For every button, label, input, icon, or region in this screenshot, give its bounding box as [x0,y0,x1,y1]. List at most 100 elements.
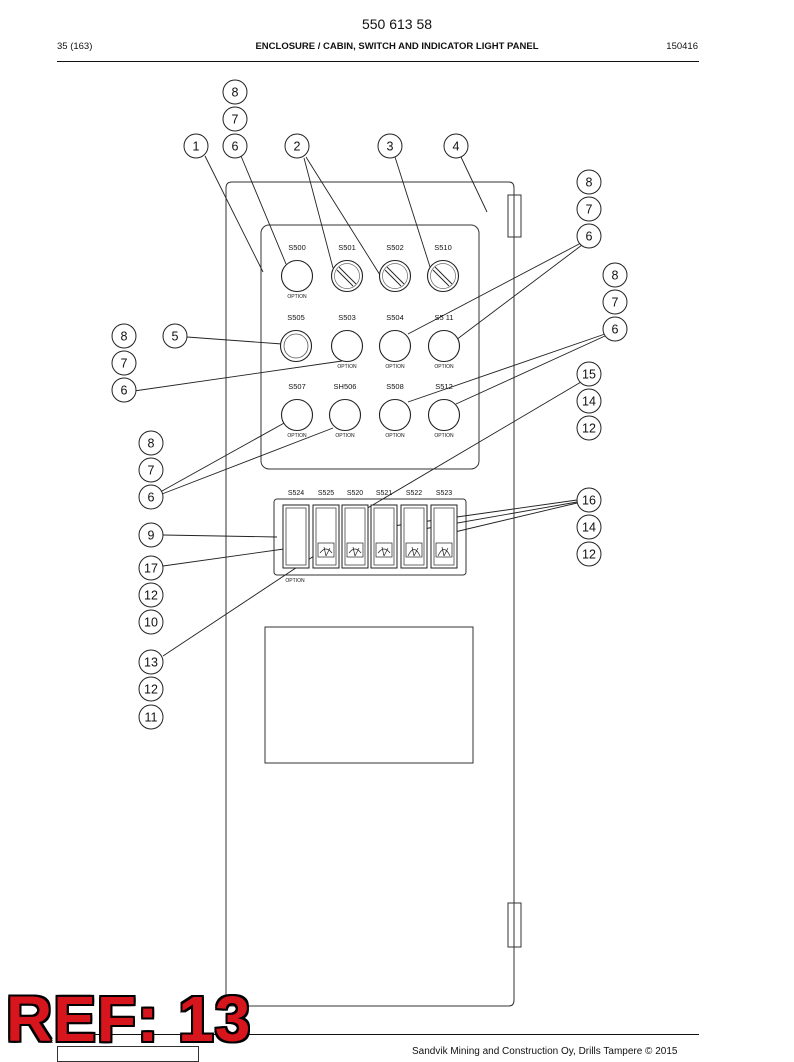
callout-number: 12 [144,589,158,603]
wiper-icon [346,542,364,558]
switch-s511: S5 11 OPTION [427,313,461,370]
rocker-option-label: OPTION [285,578,305,584]
callout-c10: 10 [138,609,164,635]
rocker-label: S525 [318,490,334,497]
rocker-label: S523 [436,490,452,497]
leader-line [204,155,264,273]
callout-number: 6 [612,323,619,337]
callout-c12a: 12 [576,415,602,441]
callout-c6c: 6 [602,316,628,342]
callout-c15: 15 [576,361,602,387]
option-label: OPTION [385,433,405,439]
header-divider [57,61,699,62]
leader-line [303,157,334,269]
leader-line [394,156,432,271]
leader-line [240,155,287,265]
switch-label: S503 [338,313,356,322]
callout-c7b: 7 [576,196,602,222]
leader-line [161,421,287,492]
callout-number: 17 [144,562,158,576]
callout-number: 9 [148,529,155,543]
footer-copyright: Sandvik Mining and Construction Oy, Dril… [412,1046,678,1057]
rocker-label: S524 [288,490,304,497]
callout-c12d: 12 [138,676,164,702]
callout-c3: 3 [377,133,403,159]
callout-c8c: 8 [602,262,628,288]
callout-c13: 13 [138,649,164,675]
callout-number: 16 [582,494,596,508]
option-label: OPTION [434,364,454,370]
leader-line [455,335,606,405]
callout-number: 5 [172,330,179,344]
callout-number: 6 [121,384,128,398]
callout-number: 7 [121,357,128,371]
callout-number: 12 [582,548,596,562]
callout-number: 8 [121,330,128,344]
leader-line [305,156,381,276]
option-label: OPTION [385,364,405,370]
switch-label: S500 [288,243,306,252]
callout-number: 15 [582,368,596,382]
callout-c7a: 7 [222,106,248,132]
option-label: OPTION [337,364,357,370]
switch-label: S510 [434,243,452,252]
switch-panel [260,224,480,470]
callout-c7e: 7 [138,457,164,483]
rocker-label: S522 [406,490,422,497]
page-number: 35 (163) [57,41,93,52]
rocker-s520: S520 [341,490,369,569]
switch-label: SH506 [334,382,357,391]
rocker-s525: S525 [312,490,340,569]
document-code: 150416 [666,41,698,52]
leader-line [353,381,582,517]
callout-number: 6 [586,230,593,244]
callout-number: 11 [145,711,158,725]
callout-number: 14 [582,521,596,535]
callout-number: 7 [148,464,155,478]
leader-line [186,336,283,345]
leader-line [162,547,292,567]
rocker-label: S521 [376,490,392,497]
callout-number: 12 [582,422,596,436]
switch-label: S5 11 [434,313,453,322]
callout-c6b: 6 [576,223,602,249]
switch-label: S507 [288,382,306,391]
door-hinge-top [507,194,522,238]
callout-c5: 5 [162,323,188,349]
option-label: OPTION [287,433,307,439]
wiper-icon [405,542,423,558]
switch-label: S512 [435,382,453,391]
leader-line [441,502,578,536]
switch-s502: S502 [378,243,412,293]
callout-number: 8 [148,437,155,451]
enclosure-door [225,181,515,1007]
callout-number: 1 [193,140,200,154]
callout-c8b: 8 [576,169,602,195]
callout-number: 4 [453,140,460,154]
rocker-s523: S523 [430,490,458,569]
door-hinge-bottom [507,902,522,948]
switch-s501: S501 [330,243,364,293]
switch-label: S505 [287,313,305,322]
document-number: 550 613 58 [361,16,433,32]
option-label: OPTION [335,433,355,439]
rocker-s522: S522 [400,490,428,569]
callout-c8a: 8 [222,79,248,105]
wiper-icon [375,542,393,558]
leader-line [455,244,583,341]
ref-stamp: REF: 13 [6,983,252,1055]
callout-number: 6 [232,140,239,154]
rocker-label: S520 [347,490,363,497]
callout-c16: 16 [576,487,602,513]
callout-c4: 4 [443,133,469,159]
leader-line [162,534,278,538]
option-label: OPTION [434,433,454,439]
footer-divider [57,1034,699,1035]
